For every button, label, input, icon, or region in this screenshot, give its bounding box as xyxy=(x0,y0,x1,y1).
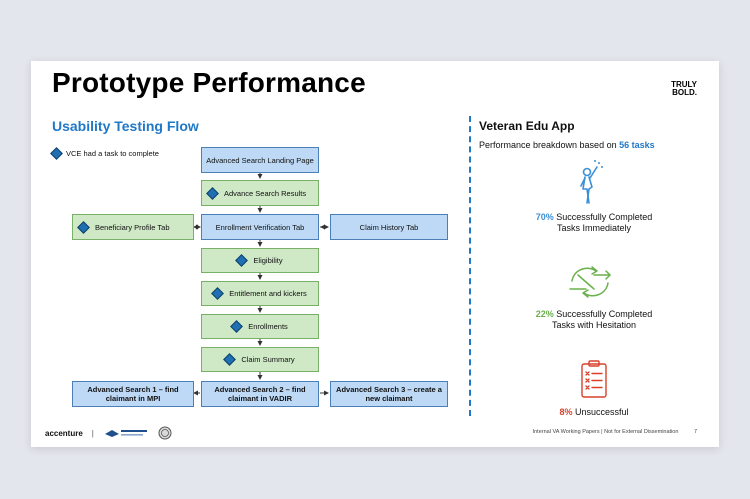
stat-immediate: 70% Successfully Completed Tasks Immedia… xyxy=(529,212,659,234)
stat3-label: Unsuccessful xyxy=(575,407,629,417)
stat-hesitation: 22% Successfully Completed Tasks with He… xyxy=(529,309,659,331)
task-diamond-icon xyxy=(77,220,90,234)
section-divider xyxy=(469,116,471,416)
node-enrollment-verification: Enrollment Verification Tab xyxy=(201,214,319,240)
perf-task-count: 56 tasks xyxy=(619,140,655,150)
legend-text: VCE had a task to complete xyxy=(66,149,159,158)
stat2-percent: 22% xyxy=(535,309,554,319)
node-entitlement-label: Entitlement and kickers xyxy=(229,289,307,298)
node-advanced-search-3: Advanced Search 3 – create a new claiman… xyxy=(330,381,448,407)
node-landing-label: Advanced Search Landing Page xyxy=(206,155,314,165)
circular-arrows-icon xyxy=(569,266,611,298)
node-enrollments-label: Enrollments xyxy=(248,322,288,331)
task-diamond-icon xyxy=(206,186,219,200)
perf-prefix: Performance breakdown based on xyxy=(479,140,617,150)
node-claim-summary-label: Claim Summary xyxy=(241,355,295,364)
va-seal-icon xyxy=(158,426,172,440)
checklist-x-icon xyxy=(581,360,607,398)
accenture-logo: accenture xyxy=(45,428,83,438)
node-beneficiary-label: Beneficiary Profile Tab xyxy=(95,222,170,232)
flow-arrows xyxy=(193,173,329,396)
stat1-percent: 70% xyxy=(535,212,554,222)
node-claim-history: Claim History Tab xyxy=(330,214,448,240)
node-eligibility: Eligibility xyxy=(201,248,319,273)
node-advanced-search-2: Advanced Search 2 – find claimant in VAD… xyxy=(201,381,319,407)
node-beneficiary-profile: Beneficiary Profile Tab xyxy=(72,214,194,240)
node-advanced-search-1: Advanced Search 1 – find claimant in MPI xyxy=(72,381,194,407)
stat2-label: Successfully Completed Tasks with Hesita… xyxy=(551,309,653,330)
node-search3-label: Advanced Search 3 – create a new claiman… xyxy=(336,385,442,403)
node-claim-history-label: Claim History Tab xyxy=(359,222,419,232)
node-search2-label: Advanced Search 2 – find claimant in VAD… xyxy=(214,385,306,403)
task-diamond-icon xyxy=(223,353,237,366)
task-diamond-icon xyxy=(211,287,225,300)
legend: VCE had a task to complete xyxy=(50,147,159,160)
logo-line1: TRULY xyxy=(671,80,697,89)
node-entitlement: Entitlement and kickers xyxy=(201,281,319,306)
footer-logos: accenture | xyxy=(45,426,172,440)
task-diamond-icon xyxy=(230,320,244,333)
footer-separator: | xyxy=(91,428,94,438)
node-advance-search-results: Advance Search Results xyxy=(201,180,319,206)
footer-notice-text: Internal VA Working Papers | Not for Ext… xyxy=(532,429,679,435)
stat3-percent: 8% xyxy=(559,407,573,417)
node-claim-summary: Claim Summary xyxy=(201,347,319,372)
stat1-label: Successfully Completed Tasks Immediately xyxy=(556,212,653,233)
task-diamond-icon xyxy=(235,254,249,267)
footer-notice: Internal VA Working Papers | Not for Ext… xyxy=(533,429,697,435)
performance-breakdown: Performance breakdown based on 56 tasks xyxy=(479,140,655,150)
node-results-label: Advance Search Results xyxy=(224,188,307,198)
node-eligibility-label: Eligibility xyxy=(253,256,283,265)
veteran-edu-heading: Veteran Edu App xyxy=(479,119,575,133)
node-search1-label: Advanced Search 1 – find claimant in MPI xyxy=(87,385,179,403)
stat-unsuccessful: 8% Unsuccessful xyxy=(529,407,659,418)
usability-flow-heading: Usability Testing Flow xyxy=(52,118,199,134)
logo-line2: BOLD. xyxy=(672,88,697,97)
celebrating-person-icon xyxy=(580,160,603,204)
node-enrollments: Enrollments xyxy=(201,314,319,339)
slide-title: Prototype Performance xyxy=(52,67,366,98)
truly-bold-logo: TRULY BOLD. xyxy=(671,81,697,97)
node-landing-page: Advanced Search Landing Page xyxy=(201,147,319,173)
node-enrollment-verification-label: Enrollment Verification Tab xyxy=(215,222,305,232)
education-service-logo xyxy=(104,430,147,437)
slide: Prototype Performance TRULY BOLD. Usabil… xyxy=(31,61,719,447)
page-number: 7 xyxy=(693,429,697,435)
